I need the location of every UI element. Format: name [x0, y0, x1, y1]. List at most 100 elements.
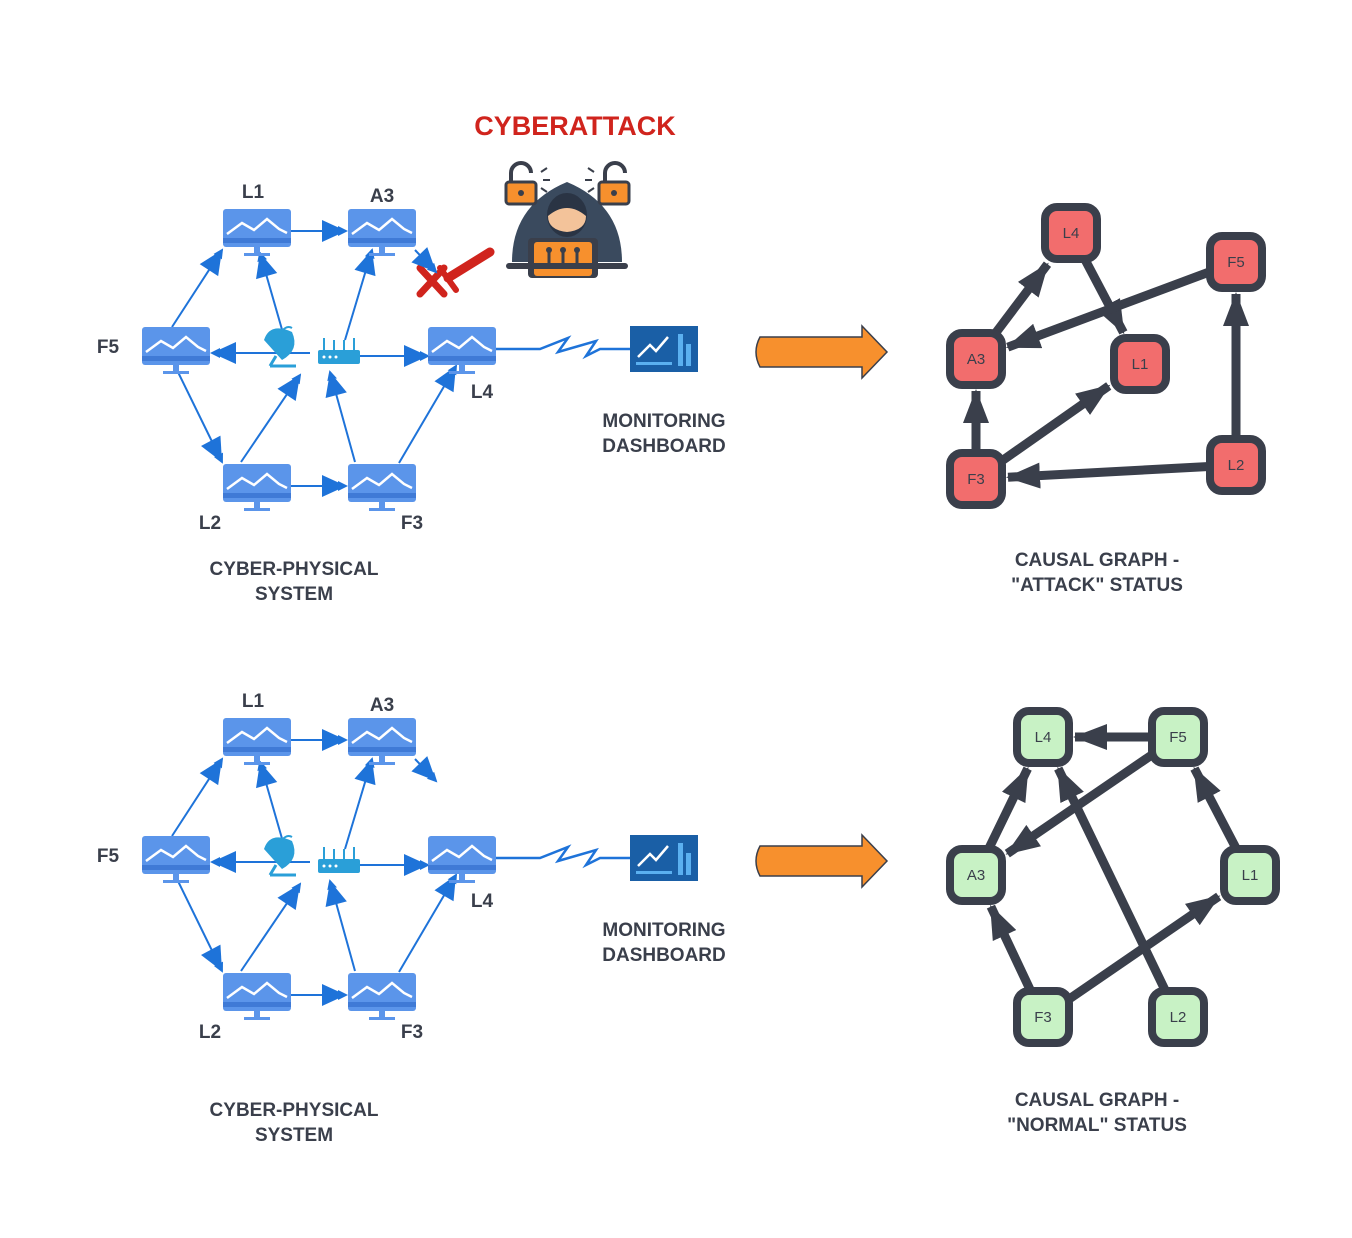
link-arrowhead — [201, 435, 222, 462]
unlocked-padlock-icon — [504, 161, 550, 206]
dashboard-label: MONITORING — [602, 920, 725, 941]
monitor-icon — [348, 973, 416, 1020]
device-label: A3 — [370, 186, 394, 207]
device-label: L1 — [242, 182, 265, 203]
causal-node: L2 — [1206, 435, 1266, 495]
link-arrowhead — [199, 759, 222, 786]
graph-caption: "ATTACK" STATUS — [1011, 575, 1183, 596]
causal-node-label: L1 — [1132, 356, 1149, 373]
causal-node: A3 — [946, 845, 1006, 905]
monitor-icon — [142, 836, 210, 883]
link-arrowhead — [325, 881, 347, 908]
causal-node: L1 — [1110, 334, 1170, 394]
monitor-icon — [348, 209, 416, 256]
monitor-icon — [223, 209, 291, 256]
device-label: F5 — [97, 337, 120, 358]
causal-node-label: F3 — [1034, 1009, 1052, 1026]
link-arrowhead — [322, 475, 346, 497]
dashboard-label: DASHBOARD — [602, 436, 726, 457]
causal-edge — [1054, 766, 1174, 1001]
device-label: F5 — [97, 846, 120, 867]
graph-caption: CAUSAL GRAPH - — [1015, 1090, 1179, 1111]
device-label: L2 — [199, 513, 221, 534]
device-label: L1 — [242, 691, 265, 712]
graph-caption: "NORMAL" STATUS — [1007, 1115, 1187, 1136]
link-arrowhead — [322, 984, 346, 1006]
hacker-icon — [506, 182, 628, 278]
causal-node-label: F5 — [1227, 254, 1245, 271]
wireless-link-icon — [496, 335, 630, 360]
graph-caption: CAUSAL GRAPH - — [1015, 550, 1179, 571]
attack-sword-icon — [437, 247, 495, 293]
causal-edge — [1005, 461, 1217, 489]
link-arrowhead — [212, 851, 236, 873]
causal-edge — [980, 766, 1032, 859]
link-arrowhead — [201, 944, 222, 971]
causal-node: A3 — [946, 329, 1006, 389]
monitor-icon — [428, 836, 496, 883]
link-arrowhead — [404, 345, 428, 367]
link-arrowhead — [256, 253, 278, 280]
monitor-icon — [428, 327, 496, 374]
link-arrowhead — [322, 220, 346, 242]
link-arrowhead — [411, 756, 436, 781]
causal-node-label: L2 — [1170, 1009, 1187, 1026]
transition-arrow — [755, 833, 889, 889]
causal-node-label: L2 — [1228, 457, 1245, 474]
causal-edge — [1056, 892, 1222, 1010]
link-arrowhead — [354, 759, 376, 786]
device-label: A3 — [370, 695, 394, 716]
causal-node-label: L4 — [1035, 729, 1052, 746]
satellite-dish-icon — [264, 835, 296, 877]
causal-edge — [986, 904, 1039, 1001]
causal-edge — [1004, 744, 1165, 858]
link-arrowhead — [277, 884, 300, 911]
cyberattack-title: CYBERATTACK — [474, 111, 676, 141]
causal-edge — [1005, 264, 1219, 352]
wireless-link-icon — [496, 844, 630, 869]
cps-caption: SYSTEM — [255, 584, 333, 605]
link-arrowhead — [322, 729, 346, 751]
link-arrowhead — [277, 375, 300, 402]
causal-node-label: L4 — [1063, 225, 1080, 242]
unlocked-padlock-icon — [585, 161, 631, 206]
cps-caption: SYSTEM — [255, 1125, 333, 1146]
causal-node: L2 — [1148, 987, 1208, 1047]
monitor-icon — [142, 327, 210, 374]
link-arrowhead — [404, 854, 428, 876]
device-label: L4 — [471, 382, 494, 403]
causal-edge — [989, 382, 1112, 472]
monitor-icon — [223, 718, 291, 765]
dashboard-chart-icon — [630, 835, 698, 881]
router-icon — [318, 338, 360, 364]
causal-edge — [1076, 248, 1128, 335]
dashboard-label: DASHBOARD — [602, 945, 726, 966]
causal-node: F3 — [1013, 987, 1073, 1047]
cps-caption: CYBER-PHYSICAL — [210, 1100, 379, 1121]
top-panel: CYBERATTACK — [97, 111, 1266, 605]
link-arrowhead — [212, 342, 236, 364]
breach-x-icon — [416, 264, 448, 298]
monitor-icon — [223, 464, 291, 511]
device-label: F3 — [401, 1022, 423, 1043]
link-arrowhead — [256, 762, 278, 789]
link-arrowhead — [325, 372, 347, 399]
device-label: L4 — [471, 891, 494, 912]
causal-node-label: A3 — [967, 867, 985, 884]
causal-node-label: F5 — [1169, 729, 1187, 746]
causal-node: F5 — [1206, 232, 1266, 292]
causal-node: F5 — [1148, 707, 1208, 767]
satellite-dish-icon — [264, 326, 296, 368]
link-arrowhead — [354, 250, 376, 277]
causal-node: F3 — [946, 449, 1006, 509]
monitor-icon — [223, 973, 291, 1020]
link-arrowhead — [199, 250, 222, 277]
causal-node: L4 — [1013, 707, 1073, 767]
causal-edge — [1190, 766, 1245, 860]
